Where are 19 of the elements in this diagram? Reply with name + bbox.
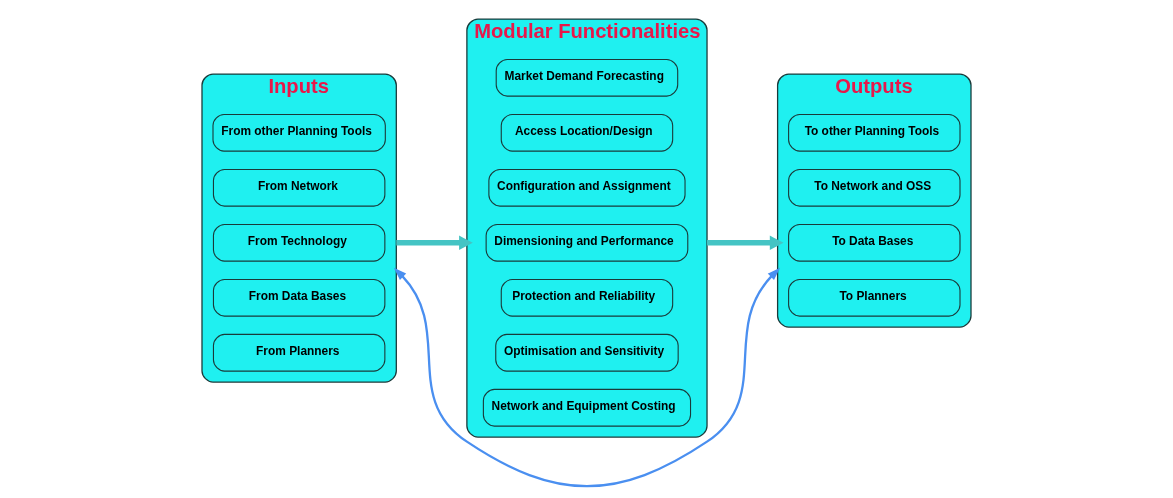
node-box: To other Planning Tools xyxy=(788,113,961,152)
node-box: From Data Bases xyxy=(212,278,386,317)
node-box: From Planners xyxy=(212,333,386,372)
node-box: From Technology xyxy=(212,223,386,262)
arrow xyxy=(396,235,473,250)
node-box: Market Demand Forecasting xyxy=(495,58,679,97)
node-box: Configuration and Assignment xyxy=(488,168,686,207)
node-box: Protection and Reliability xyxy=(500,278,674,317)
node-box: Optimisation and Sensitivity xyxy=(495,333,679,372)
node-box: Dimensioning and Performance xyxy=(485,223,689,262)
arrow xyxy=(707,235,784,250)
node-box: To Data Bases xyxy=(788,223,961,262)
node-box: From Network xyxy=(212,168,386,207)
node-box: Network and Equipment Costing xyxy=(482,388,692,427)
node-box: From other Planning Tools xyxy=(212,113,386,152)
node-box: Access Location/Design xyxy=(500,113,674,152)
node-box: To Network and OSS xyxy=(788,168,961,207)
arrow xyxy=(393,267,781,488)
node-box: To Planners xyxy=(788,278,961,317)
